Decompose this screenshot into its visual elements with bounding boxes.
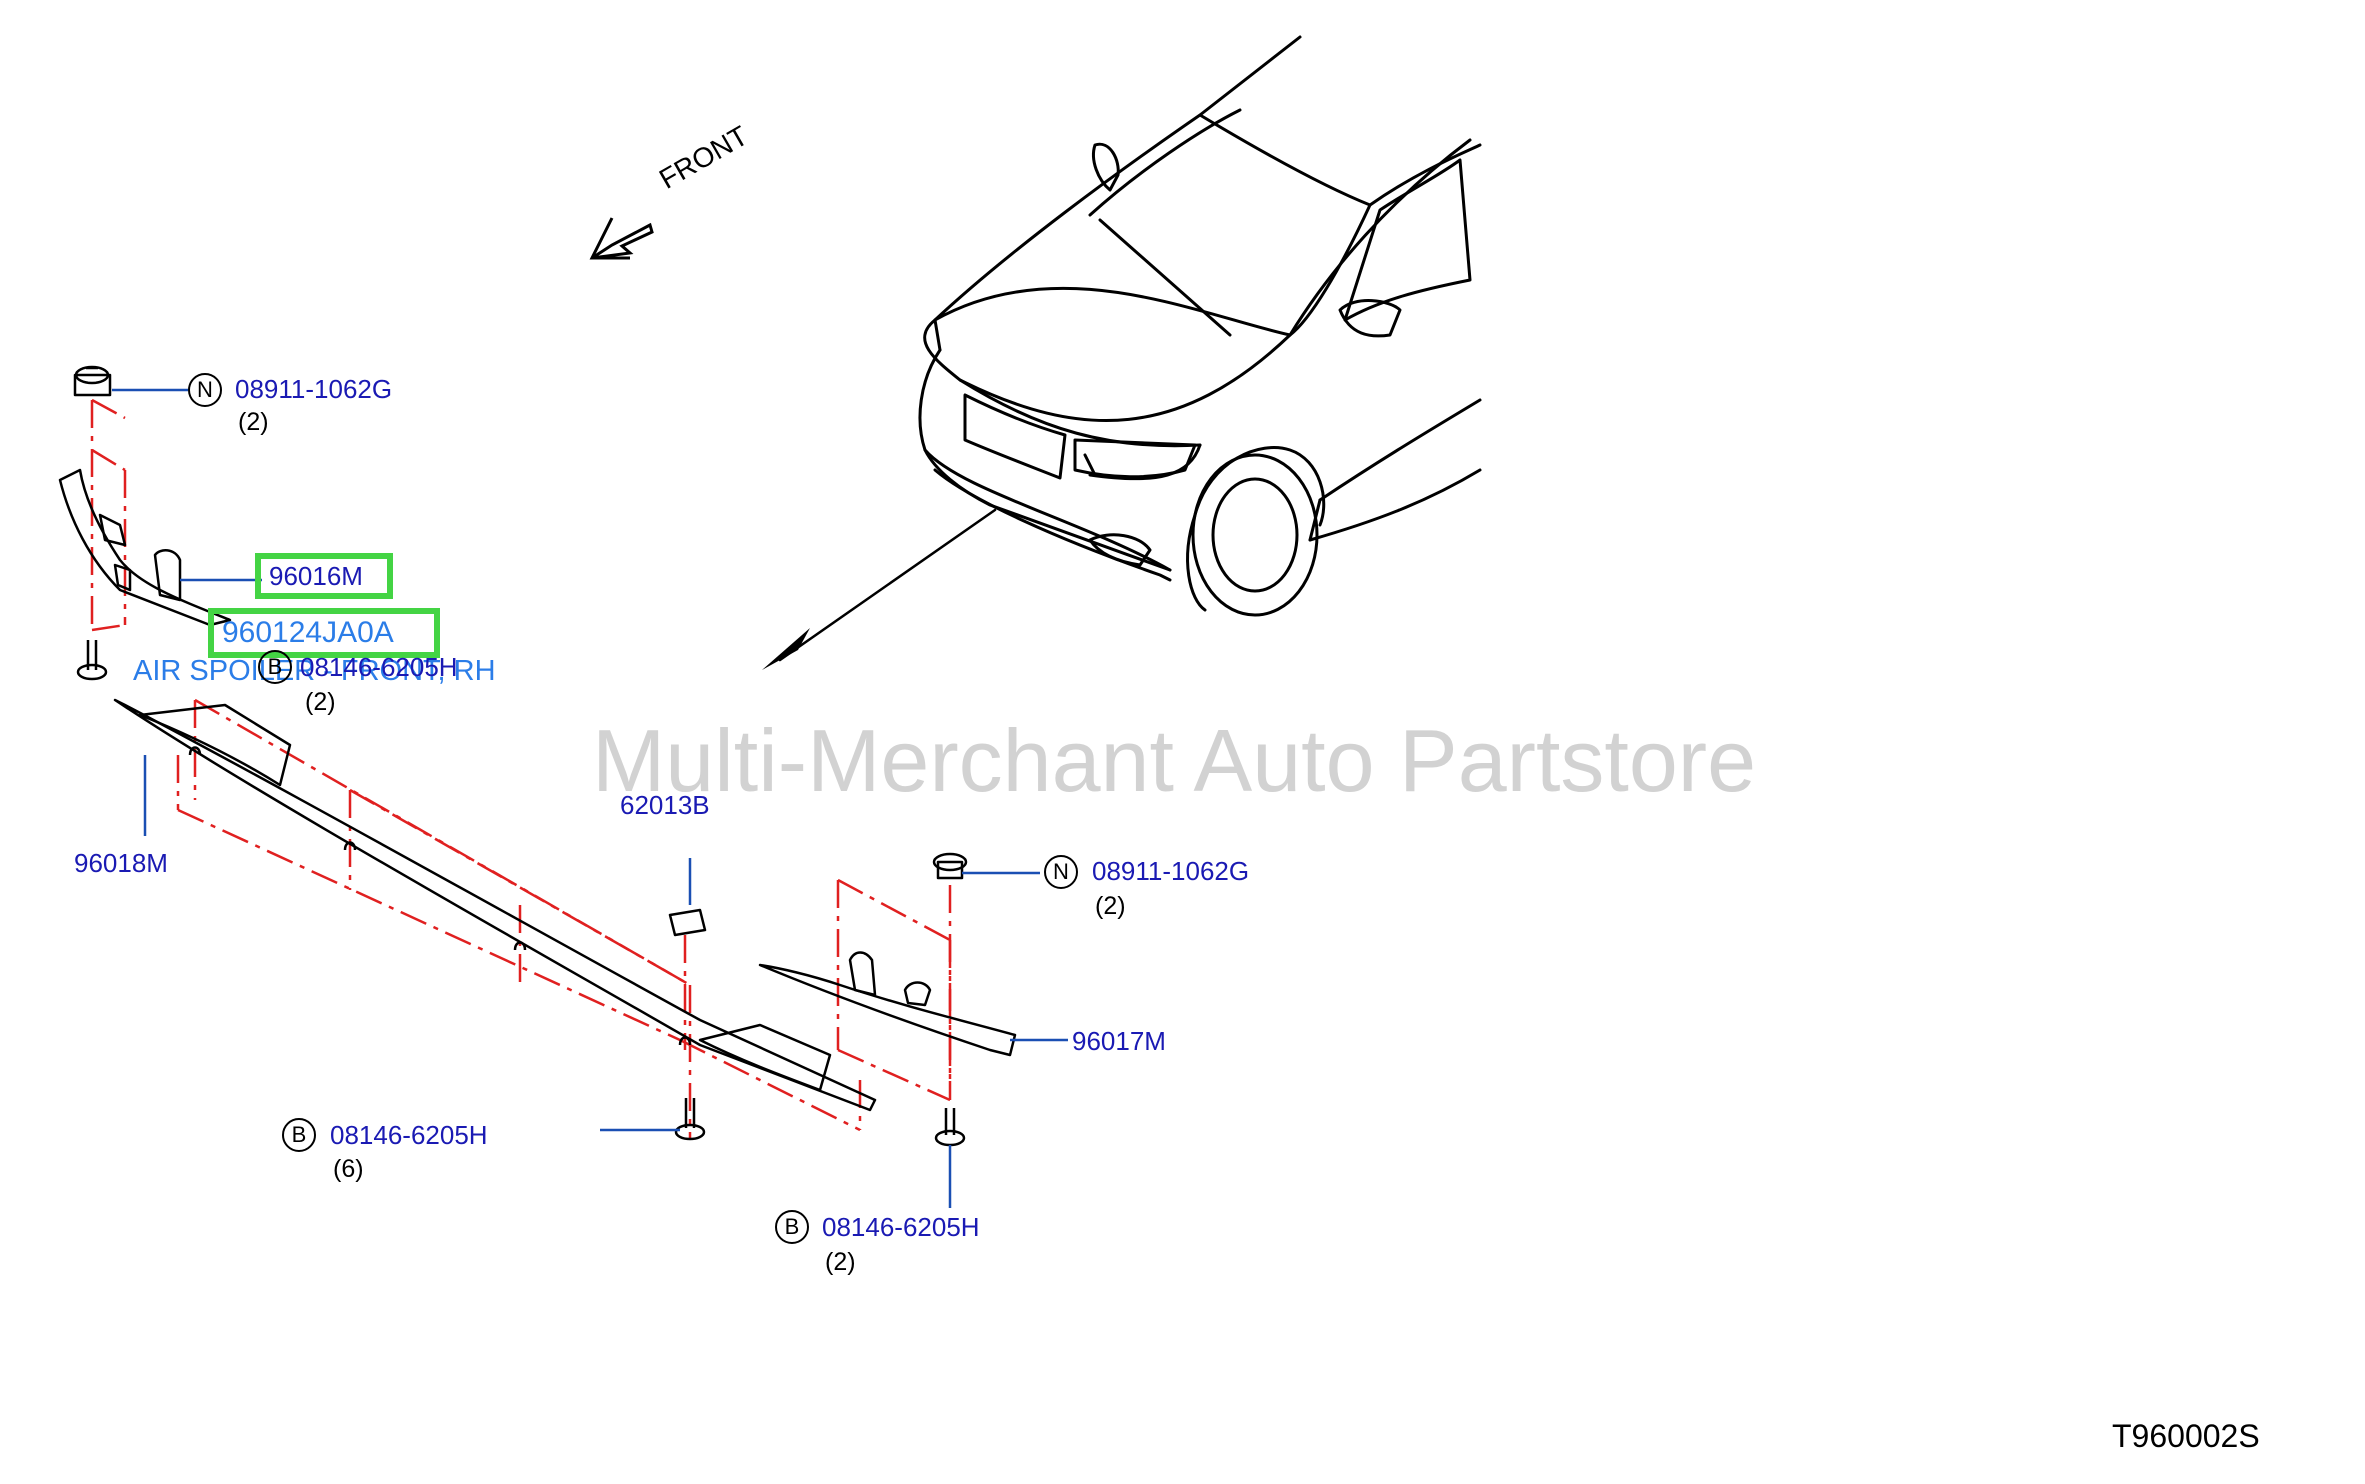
part-number-08146-left[interactable]: 08146-6205H — [300, 652, 458, 682]
arrow-head — [762, 628, 810, 670]
front-arrow-icon — [589, 217, 654, 260]
nut-badge-icon: N — [188, 373, 222, 407]
part-number-08911-left[interactable]: 08911-1062G — [235, 374, 393, 404]
part-number-960124JA0A: 960124JA0A — [222, 616, 394, 649]
quantity-nut-left: (2) — [238, 408, 269, 436]
part-number-96018M[interactable]: 96018M — [74, 848, 168, 878]
highlight-96016M[interactable]: 96016M — [255, 553, 393, 599]
bolt-badge-icon: B — [258, 650, 292, 684]
quantity-nut-right: (2) — [1095, 892, 1126, 920]
leader-lines — [112, 388, 1068, 1208]
part-number-08911-right[interactable]: 08911-1062G — [1092, 856, 1250, 886]
watermark: Multi-Merchant Auto Partstore — [592, 711, 1757, 810]
part-number-08146-right[interactable]: 08146-6205H — [822, 1212, 980, 1242]
part-number-08146-center[interactable]: 08146-6205H — [330, 1120, 488, 1150]
vehicle-illustration — [778, 35, 1482, 662]
part-number-62013B[interactable]: 62013B — [620, 790, 710, 820]
nut-badge-icon-right: N — [1044, 855, 1078, 889]
bolt-badge-icon-right: B — [775, 1210, 809, 1244]
quantity-bolt-left: (2) — [305, 688, 336, 716]
highlight-960124JA0A[interactable]: 960124JA0A — [208, 608, 440, 658]
assembly-guide-lines — [90, 398, 952, 1140]
hover-tooltip: AIR SPOILER - FRONT, RH — [133, 655, 496, 687]
quantity-bolt-right: (2) — [825, 1248, 856, 1276]
bolt-badge-icon-center: B — [282, 1118, 316, 1152]
part-number-96016M: 96016M — [269, 561, 363, 591]
diagram-code: T960002S — [2112, 1418, 2260, 1454]
part-number-96017M[interactable]: 96017M — [1072, 1026, 1166, 1056]
quantity-bolt-center: (6) — [333, 1155, 364, 1183]
parts-illustration — [58, 365, 1017, 1147]
